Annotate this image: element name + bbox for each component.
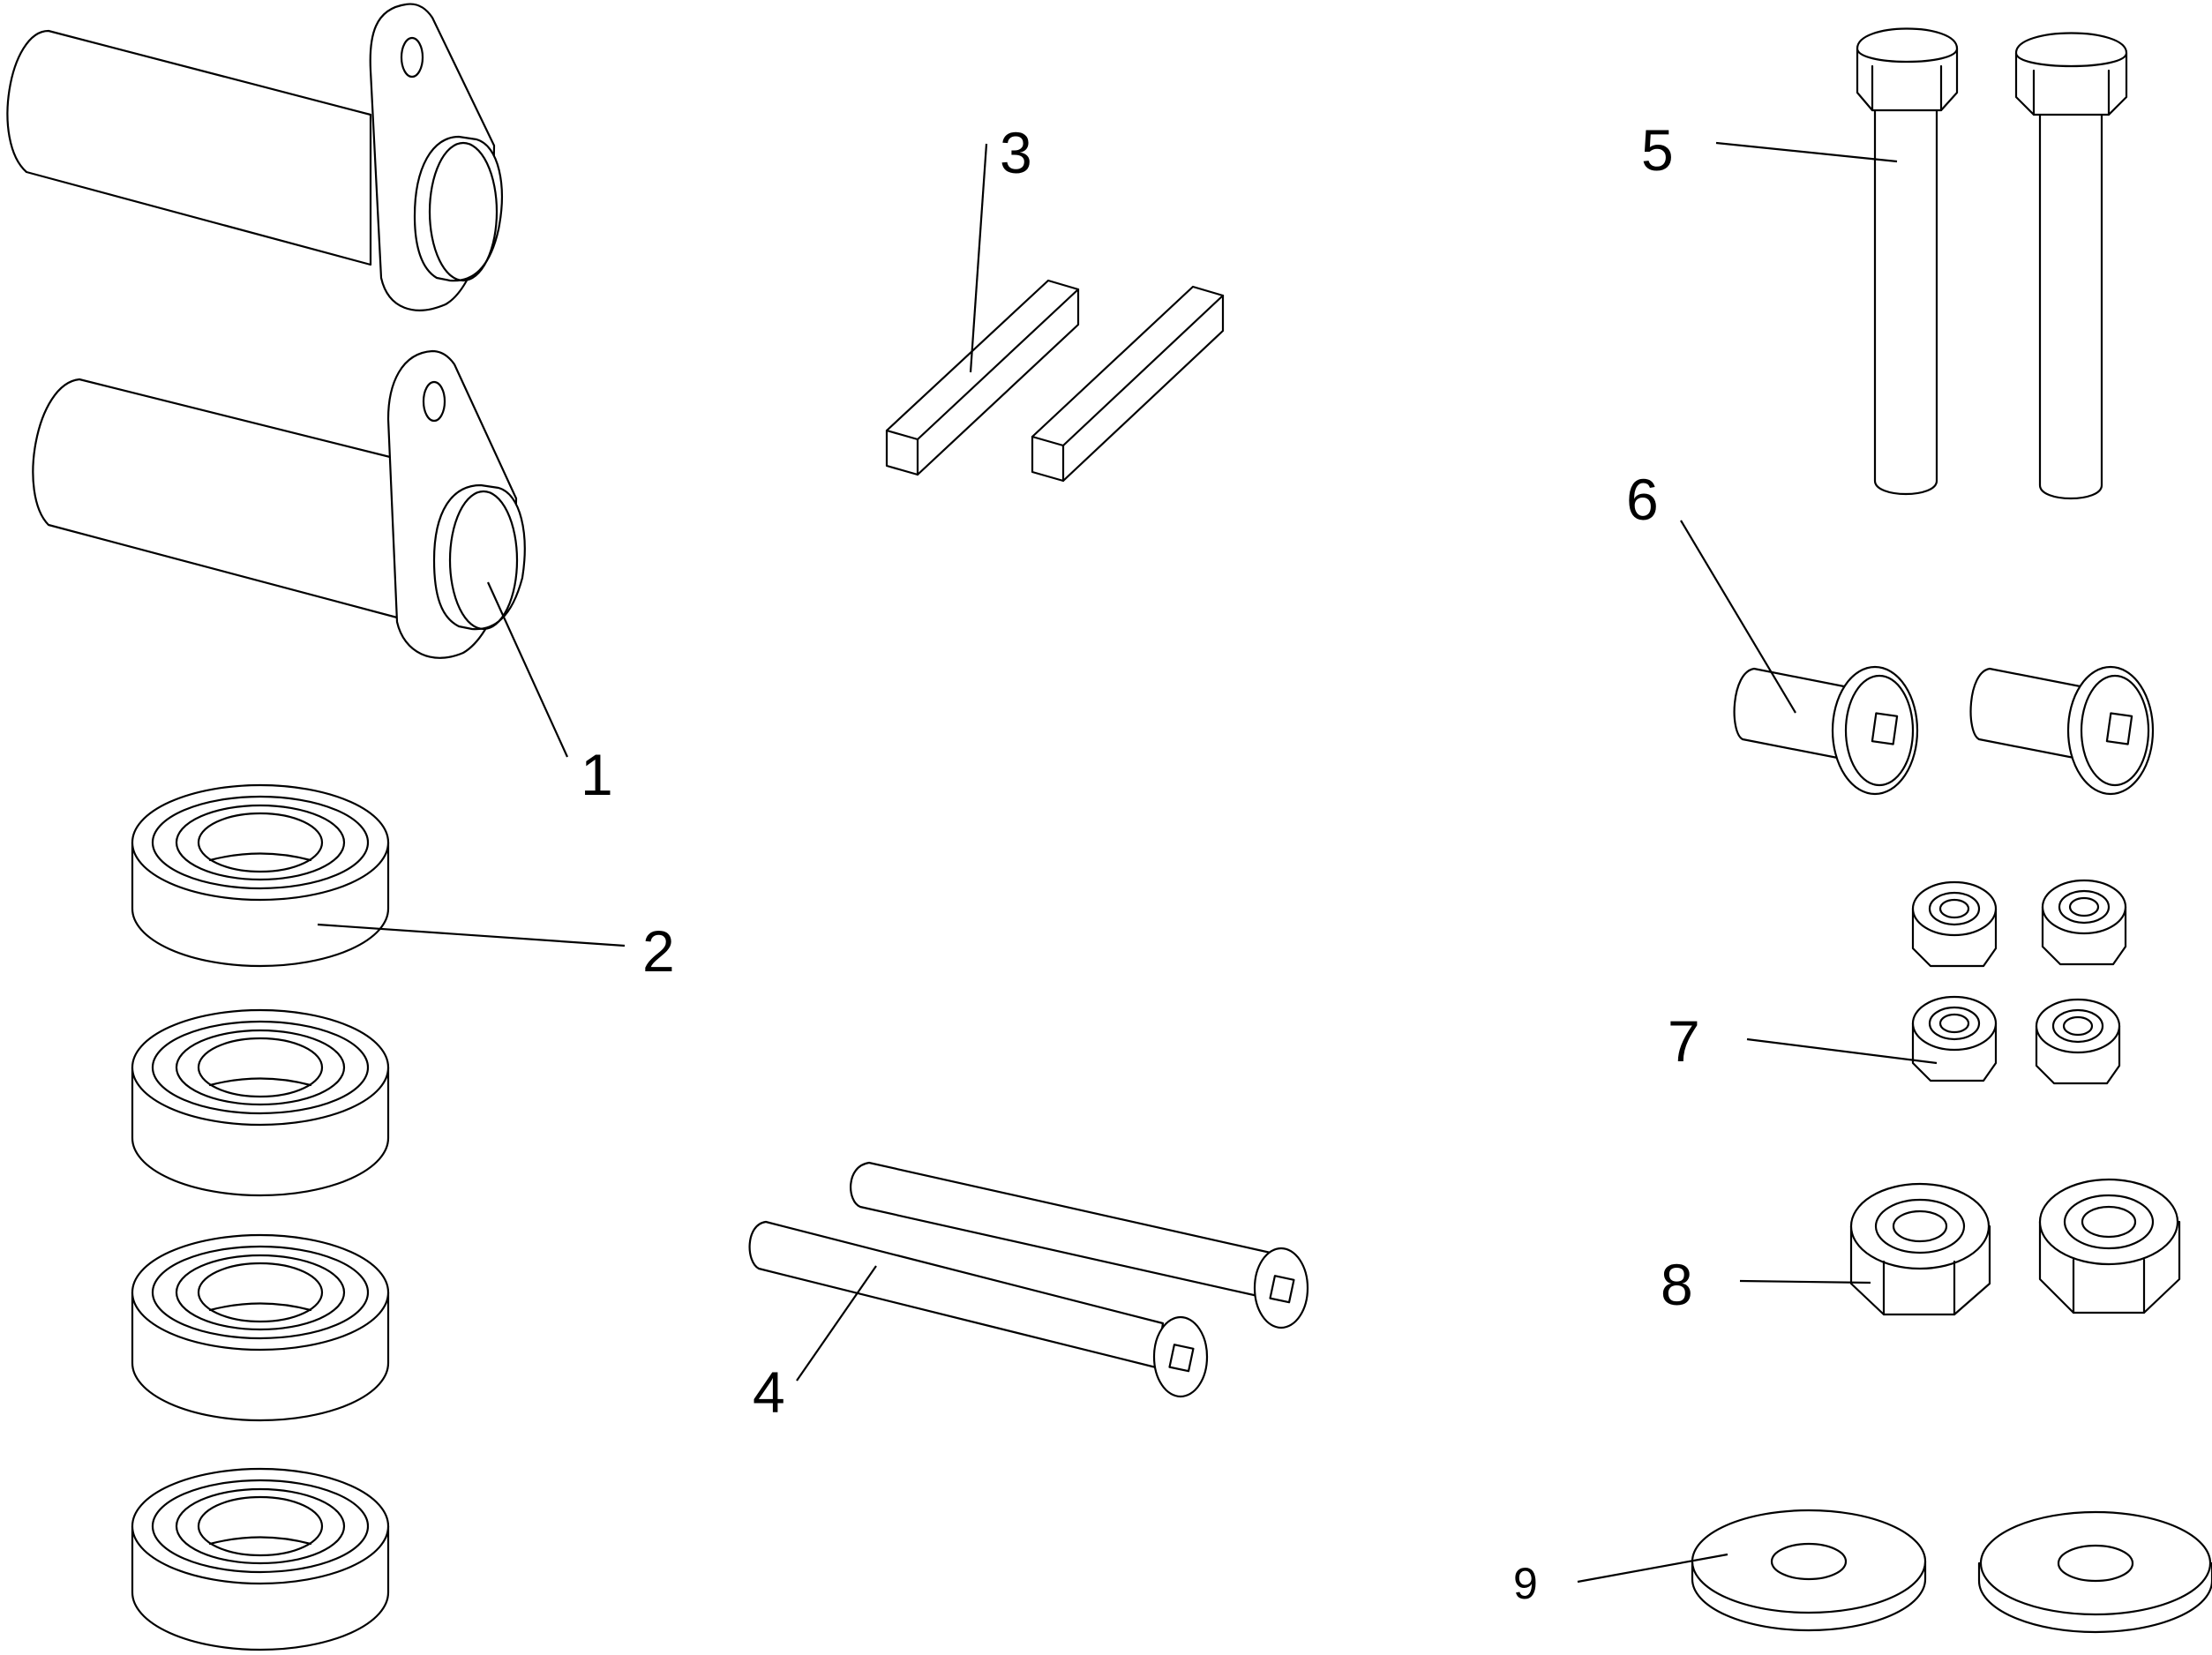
part-1-flanged-bushing-b — [32, 349, 526, 659]
leader-7 — [1746, 1037, 1938, 1065]
part-9-washer-b — [1977, 1510, 2212, 1634]
part-3-key-a — [885, 279, 1080, 476]
leader-9 — [1577, 1553, 1728, 1584]
part-9-washer-a — [1691, 1509, 1927, 1632]
part-7-lock-nut-b — [2041, 879, 2127, 966]
callout-4: 4 — [753, 1359, 785, 1425]
leader-lines — [317, 141, 1938, 1584]
part-1-flanged-bushing-a — [6, 3, 503, 311]
callout-7: 7 — [1668, 1008, 1700, 1074]
part-2-bearing-b — [131, 1008, 390, 1197]
part-7-lock-nut-d — [2035, 998, 2121, 1085]
part-8-hex-nut-a — [1849, 1182, 1991, 1316]
callout-6: 6 — [1626, 467, 1659, 532]
part-2-bearing-a — [131, 783, 390, 968]
leader-1 — [486, 581, 569, 758]
leader-5 — [1715, 141, 1898, 163]
part-6-button-bolt-a — [1733, 665, 1919, 796]
part-4-screw-a — [850, 1161, 1309, 1329]
leader-2 — [317, 923, 626, 947]
callout-5: 5 — [1641, 117, 1674, 183]
part-3-key-b — [1031, 285, 1225, 483]
callout-1: 1 — [581, 742, 613, 807]
part-8-hex-nut-b — [2038, 1178, 2181, 1314]
part-6-button-bolt-b — [1969, 665, 2155, 796]
callout-2: 2 — [642, 918, 675, 984]
part-7-lock-nut-c — [1911, 995, 1998, 1082]
leader-6 — [1680, 520, 1796, 714]
callout-8: 8 — [1661, 1252, 1693, 1317]
part-4-screw-b — [748, 1220, 1209, 1398]
leader-3 — [969, 143, 988, 373]
part-5-hex-bolt-b — [2014, 32, 2128, 499]
leader-4 — [796, 1265, 877, 1382]
part-2-bearing-d — [131, 1467, 390, 1651]
callout-3: 3 — [1000, 120, 1032, 185]
part-7-lock-nut-a — [1911, 880, 1998, 968]
part-5-hex-bolt-a — [1856, 27, 1959, 495]
callout-9: 9 — [1513, 1559, 1538, 1608]
part-2-bearing-c — [131, 1233, 390, 1422]
leader-8 — [1739, 1279, 1871, 1284]
